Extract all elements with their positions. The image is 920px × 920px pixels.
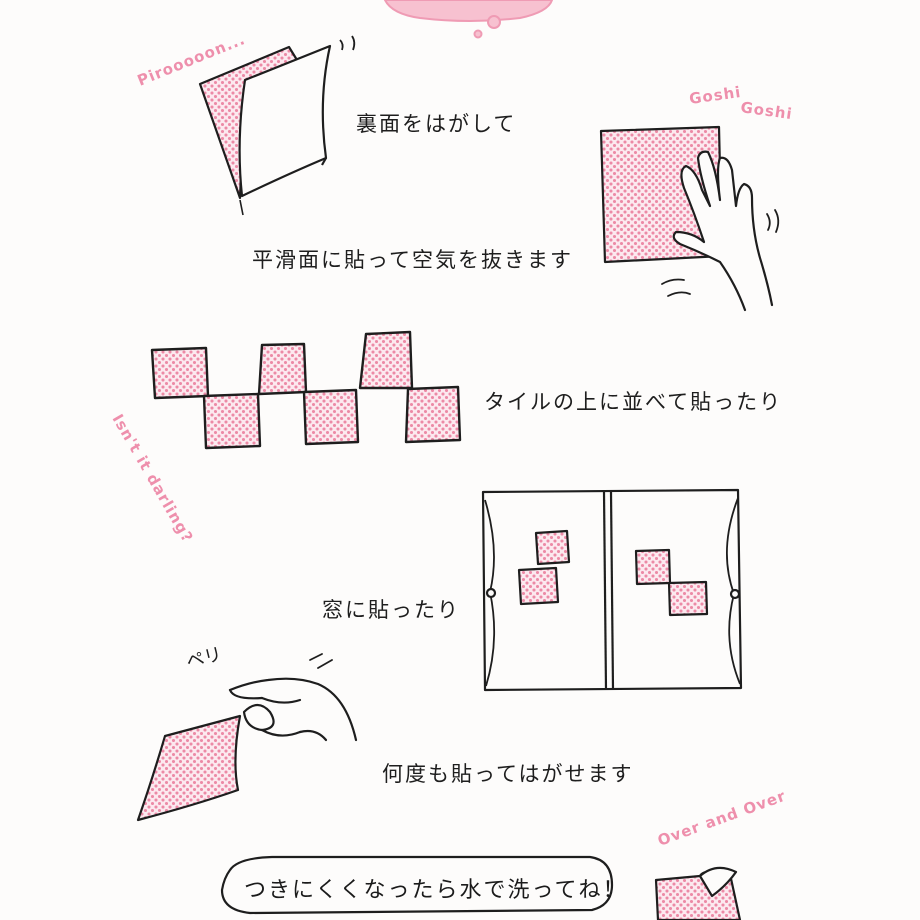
rub-square-illustration [599,125,780,312]
top-pink-bubble [383,0,554,39]
sfx-pop: ペリ [184,644,224,673]
sfx-cute: Isn't it darling? [109,411,197,546]
peel-again-illustration [136,653,358,822]
caption-repeat: 何度も貼ってはがせます [382,762,634,786]
corner-sheet-illustration [654,866,742,920]
sfx-rub-1: Goshi [688,83,742,108]
sfx-rub-2: Goshi [739,98,793,123]
caption-window: 窓に貼ったり [322,598,460,622]
caption-peel: 裏面をはがして [356,112,517,136]
sfx-over: Over and Over [655,787,788,850]
speech-bubble-text: つきにくくなったら水で洗ってね！ [244,878,627,903]
tile-checker-illustration [150,330,462,450]
peel-sheet-illustration [198,35,356,216]
speech-bubble-outline [220,855,614,915]
caption-tiles: タイルの上に並べて貼ったり [484,390,783,414]
window-illustration [481,488,743,692]
caption-stick: 平滑面に貼って空気を抜きます [252,248,573,272]
